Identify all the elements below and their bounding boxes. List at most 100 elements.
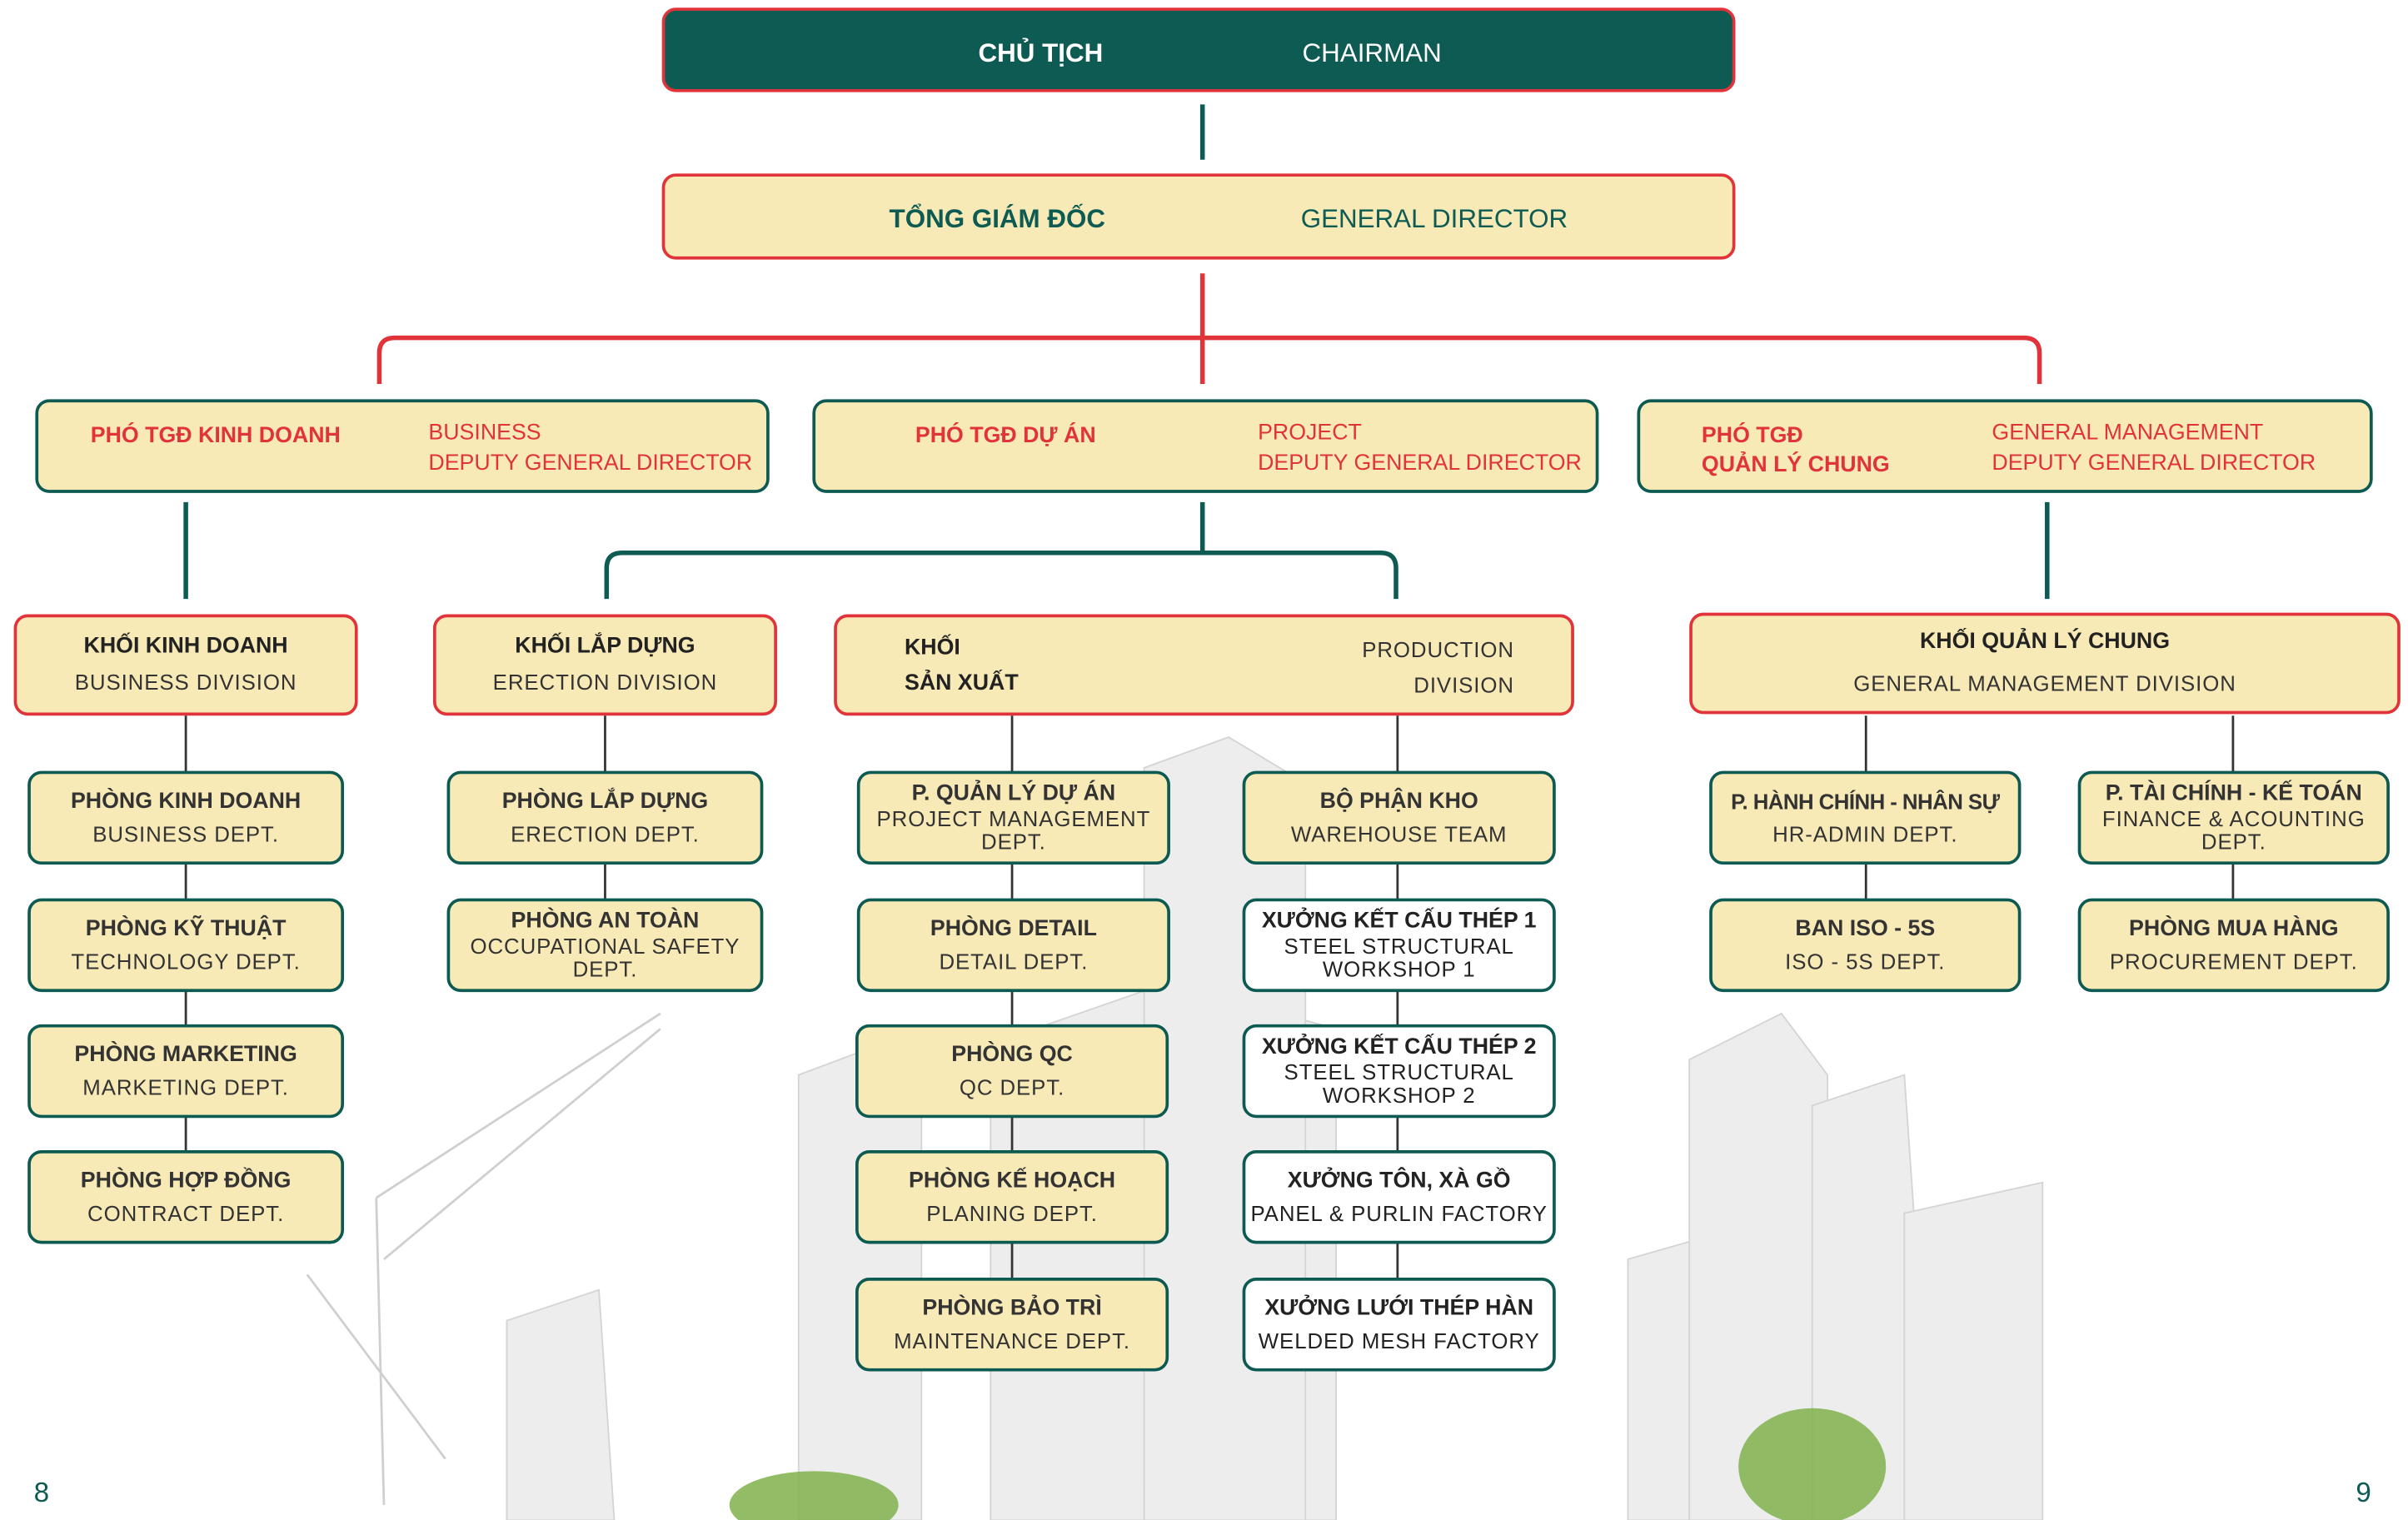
production-division-vi1: KHỐI	[904, 635, 960, 660]
general-division-en: GENERAL MANAGEMENT DIVISION	[1853, 670, 2236, 696]
dept-vi: XƯỞNG LƯỚI THÉP HÀN	[1264, 1295, 1534, 1320]
page-number-right: 9	[2356, 1477, 2371, 1508]
dept-vi: BAN ISO - 5S	[1795, 915, 1936, 941]
production-division-box: KHỐI SẢN XUẤT PRODUCTION DIVISION	[834, 614, 1574, 716]
factory-panel-purlin: XƯỞNG TÔN, XÀ GỒ PANEL & PURLIN FACTORY	[1242, 1150, 1556, 1244]
factory-welded-mesh: XƯỞNG LƯỚI THÉP HÀN WELDED MESH FACTORY	[1242, 1278, 1556, 1372]
deputy-project-en1: PROJECT	[1258, 421, 1362, 446]
erection-division-box: KHỐI LẮP DỰNG ERECTION DIVISION	[432, 614, 777, 716]
workshop-steel-1: XƯỞNG KẾT CẤU THÉP 1 STEEL STRUCTURAL WO…	[1242, 898, 1556, 993]
chairman-box: CHỦ TỊCH CHAIRMAN	[661, 7, 1736, 92]
page-number-left: 8	[33, 1477, 50, 1508]
dept-project-management: P. QUẢN LÝ DỰ ÁN PROJECT MANAGEMENT DEPT…	[856, 770, 1170, 865]
dept-en: FINANCE & ACOUNTING	[2101, 805, 2366, 831]
business-division-vi: KHỐI KINH DOANH	[83, 634, 288, 659]
dept-en2: DEPT.	[572, 956, 638, 982]
deputy-general-vi1: PHÓ TGĐ	[1701, 423, 1803, 449]
dept-contract: PHÒNG HỢP ĐỒNG CONTRACT DEPT.	[27, 1150, 345, 1244]
dept-vi: PHÒNG MARKETING	[74, 1042, 297, 1067]
dept-en: CONTRACT DEPT.	[87, 1199, 285, 1225]
dept-vi: XƯỞNG KẾT CẤU THÉP 1	[1261, 909, 1537, 934]
dept-en: OCCUPATIONAL SAFETY	[470, 934, 740, 959]
dept-vi: BỘ PHẬN KHO	[1319, 788, 1478, 814]
dept-vi: PHÒNG BẢO TRÌ	[922, 1295, 1102, 1320]
dept-vi: P. TÀI CHÍNH - KẾ TOÁN	[2105, 781, 2362, 806]
dept-vi: P. QUẢN LÝ DỰ ÁN	[911, 781, 1116, 806]
dept-vi: P. HÀNH CHÍNH - NHÂN SỰ	[1731, 788, 2000, 814]
production-division-en2: DIVISION	[1413, 672, 1514, 698]
dept-vi: PHÒNG DETAIL	[930, 915, 1097, 941]
dept-en2: DEPT.	[2201, 829, 2266, 855]
dept-en: DETAIL DEPT.	[939, 948, 1089, 974]
dept-iso-5s: BAN ISO - 5S ISO - 5S DEPT.	[1709, 898, 2022, 993]
deputy-project-box: PHÓ TGĐ DỰ ÁN PROJECT DEPUTY GENERAL DIR…	[812, 399, 1599, 493]
deputy-project-en2: DEPUTY GENERAL DIRECTOR	[1258, 451, 1582, 476]
dept-maintenance: PHÒNG BẢO TRÌ MAINTENANCE DEPT.	[855, 1278, 1169, 1372]
deputy-general-en1: GENERAL MANAGEMENT	[1992, 421, 2264, 446]
dept-warehouse: BỘ PHẬN KHO WAREHOUSE TEAM	[1242, 770, 1556, 865]
dept-vi: PHÒNG QC	[951, 1042, 1073, 1067]
erection-division-en: ERECTION DIVISION	[492, 669, 718, 695]
deputy-project-vi: PHÓ TGĐ DỰ ÁN	[915, 423, 1096, 449]
dept-en2: WORKSHOP 2	[1322, 1082, 1476, 1108]
chairman-vi: CHỦ TỊCH	[978, 38, 1104, 68]
deputy-general-box: PHÓ TGĐ QUẢN LÝ CHUNG GENERAL MANAGEMENT…	[1637, 399, 2373, 493]
dept-vi: PHÒNG AN TOÀN	[511, 909, 700, 934]
dept-en: QC DEPT.	[959, 1074, 1065, 1099]
dept-vi: PHÒNG KỸ THUẬT	[85, 915, 287, 941]
workshop-steel-2: XƯỞNG KẾT CẤU THÉP 2 STEEL STRUCTURAL WO…	[1242, 1024, 1556, 1119]
chairman-en: CHAIRMAN	[1302, 38, 1442, 68]
deputy-business-en1: BUSINESS	[428, 421, 541, 446]
general-division-vi: KHỐI QUẢN LÝ CHUNG	[1919, 629, 2171, 655]
deputy-business-en2: DEPUTY GENERAL DIRECTOR	[428, 451, 753, 476]
dept-hr-admin: P. HÀNH CHÍNH - NHÂN SỰ HR-ADMIN DEPT.	[1709, 770, 2022, 865]
dept-marketing: PHÒNG MARKETING MARKETING DEPT.	[27, 1024, 345, 1119]
general-director-box: TỔNG GIÁM ĐỐC GENERAL DIRECTOR	[661, 173, 1736, 260]
dept-en: PROJECT MANAGEMENT	[876, 805, 1151, 831]
deputy-business-box: PHÓ TGĐ KINH DOANH BUSINESS DEPUTY GENER…	[35, 399, 770, 493]
production-division-en1: PRODUCTION	[1362, 637, 1514, 662]
general-director-vi: TỔNG GIÁM ĐỐC	[889, 204, 1106, 234]
dept-en: STEEL STRUCTURAL	[1284, 1059, 1514, 1084]
dept-en: PANEL & PURLIN FACTORY	[1250, 1199, 1548, 1225]
dept-en: HR-ADMIN DEPT.	[1772, 820, 1958, 846]
production-division-vi2: SẢN XUẤT	[904, 670, 1019, 696]
dept-vi: XƯỞNG KẾT CẤU THÉP 2	[1261, 1034, 1537, 1060]
general-division-box: KHỐI QUẢN LÝ CHUNG GENERAL MANAGEMENT DI…	[1689, 612, 2401, 715]
dept-vi: PHÒNG MUA HÀNG	[2129, 915, 2339, 941]
dept-erection: PHÒNG LẮP DỰNG ERECTION DEPT.	[446, 770, 764, 865]
dept-en: STEEL STRUCTURAL	[1284, 934, 1514, 959]
dept-en: WELDED MESH FACTORY	[1258, 1327, 1540, 1353]
dept-technology: PHÒNG KỸ THUẬT TECHNOLOGY DEPT.	[27, 898, 345, 993]
dept-occupational-safety: PHÒNG AN TOÀN OCCUPATIONAL SAFETY DEPT.	[446, 898, 764, 993]
dept-planning: PHÒNG KẾ HOẠCH PLANING DEPT.	[855, 1150, 1169, 1244]
dept-en: WAREHOUSE TEAM	[1290, 820, 1508, 846]
dept-vi: PHÒNG KẾ HOẠCH	[909, 1168, 1116, 1193]
dept-en: ERECTION DEPT.	[511, 820, 700, 846]
business-division-en: BUSINESS DIVISION	[74, 669, 297, 695]
dept-en: BUSINESS DEPT.	[92, 820, 279, 846]
dept-vi: PHÒNG LẮP DỰNG	[501, 788, 709, 814]
dept-en: PROCUREMENT DEPT.	[2109, 948, 2358, 974]
dept-en: MARKETING DEPT.	[82, 1074, 289, 1099]
dept-finance: P. TÀI CHÍNH - KẾ TOÁN FINANCE & ACOUNTI…	[2077, 770, 2390, 865]
deputy-business-vi: PHÓ TGĐ KINH DOANH	[90, 423, 341, 449]
dept-en2: WORKSHOP 1	[1322, 956, 1476, 982]
dept-en2: DEPT.	[981, 829, 1046, 855]
dept-en: PLANING DEPT.	[926, 1199, 1098, 1225]
dept-qc: PHÒNG QC QC DEPT.	[855, 1024, 1169, 1119]
dept-en: TECHNOLOGY DEPT.	[71, 948, 301, 974]
general-director-en: GENERAL DIRECTOR	[1300, 204, 1568, 234]
dept-en: ISO - 5S DEPT.	[1785, 948, 1946, 974]
dept-en: MAINTENANCE DEPT.	[894, 1327, 1131, 1353]
dept-procurement: PHÒNG MUA HÀNG PROCUREMENT DEPT.	[2077, 898, 2390, 993]
business-division-box: KHỐI KINH DOANH BUSINESS DIVISION	[13, 614, 358, 716]
dept-business: PHÒNG KINH DOANH BUSINESS DEPT.	[27, 770, 345, 865]
dept-vi: XƯỞNG TÔN, XÀ GỒ	[1287, 1168, 1511, 1193]
dept-vi: PHÒNG HỢP ĐỒNG	[80, 1168, 292, 1193]
dept-vi: PHÒNG KINH DOANH	[70, 788, 302, 814]
erection-division-vi: KHỐI LẮP DỰNG	[515, 634, 695, 659]
deputy-general-vi2: QUẢN LÝ CHUNG	[1701, 452, 1890, 478]
dept-detail: PHÒNG DETAIL DETAIL DEPT.	[856, 898, 1170, 993]
